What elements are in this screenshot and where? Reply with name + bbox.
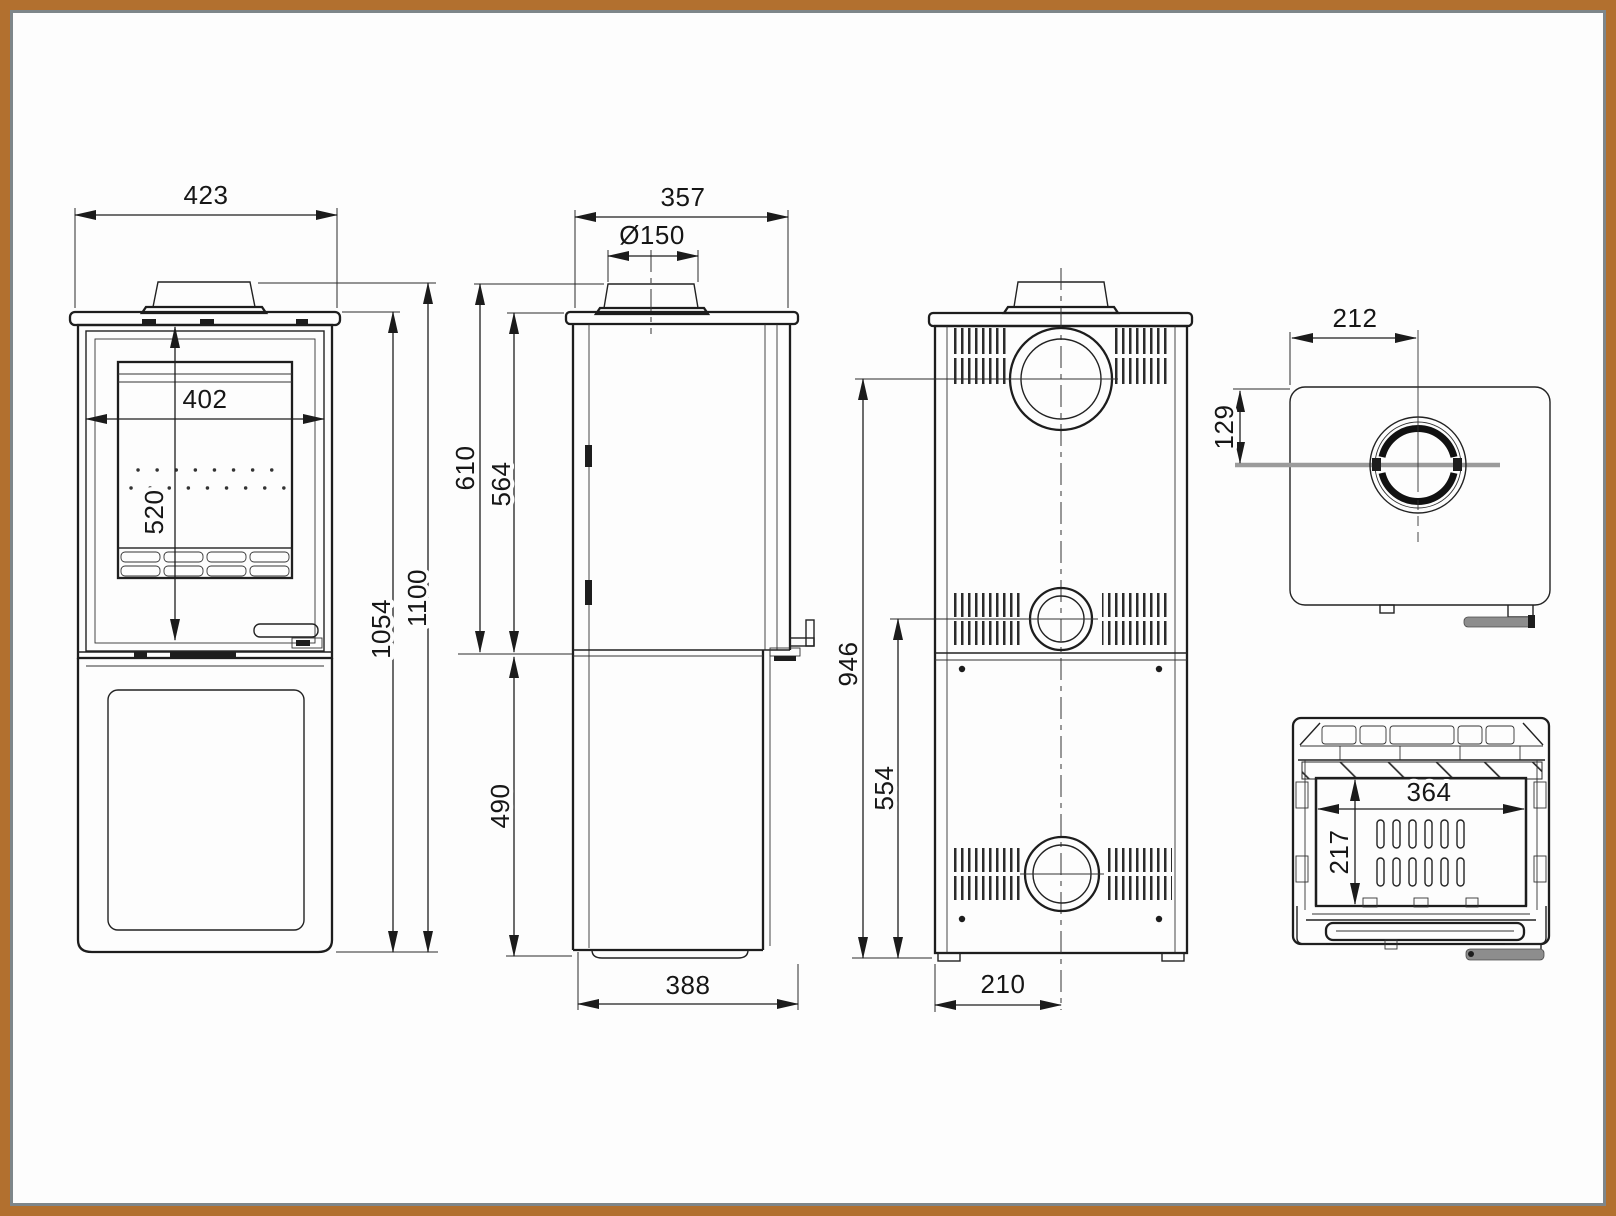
dim-490: 490 (485, 784, 515, 829)
side-hinge-upper (585, 445, 592, 467)
dim-diameter-150: Ø150 (619, 220, 685, 250)
bottom-grate-opening (1314, 776, 1528, 908)
bottom-view: 364 217 (1291, 716, 1551, 961)
side-body (571, 324, 792, 959)
front-door-handle (253, 623, 323, 649)
top-rear-tab (1379, 604, 1395, 614)
front-view: 423 402 520 1054 1100 (68, 176, 438, 954)
side-top-plate (564, 310, 800, 326)
front-door-frame (85, 330, 325, 652)
front-base (76, 658, 334, 954)
bottom-outline (1291, 716, 1551, 946)
side-dimensions: 357 Ø150 610 564 490 388 (446, 178, 799, 1010)
bottom-dimensions: 364 217 (1317, 773, 1525, 905)
dim-520: 520 (139, 490, 169, 535)
back-outlet-middle (1024, 586, 1098, 652)
bottom-grate-slots (1376, 819, 1465, 887)
front-vent-band (117, 547, 293, 579)
top-handle (1463, 605, 1535, 628)
dim-1054: 1054 (366, 599, 396, 659)
back-dimensions: 946 554 210 (829, 378, 1062, 1012)
dim-402: 402 (183, 384, 228, 414)
back-vent-grilles (952, 328, 1172, 900)
bottom-top-casting (1298, 722, 1545, 780)
top-plate-outline (1289, 386, 1551, 606)
side-hinge-lower (585, 580, 592, 605)
front-dimensions: 423 402 520 1054 1100 (74, 176, 438, 953)
back-outlet-lower (1020, 835, 1104, 913)
bottom-handle (1465, 943, 1545, 961)
dim-210: 210 (981, 969, 1026, 999)
front-vent-slots (120, 551, 290, 577)
back-view: 946 554 210 (829, 268, 1194, 1012)
top-dimensions: 212 129 (1205, 299, 1417, 464)
dim-554: 554 (869, 766, 899, 811)
front-window (116, 360, 294, 580)
front-door-inner (94, 338, 316, 644)
dim-388: 388 (666, 970, 711, 1000)
front-top-plate-tabs (142, 319, 308, 325)
side-door-handle (769, 619, 815, 661)
dim-610: 610 (450, 446, 480, 491)
dim-364: 364 (1407, 777, 1452, 807)
sheet-paper (10, 10, 1606, 1206)
back-foot-right (1161, 952, 1185, 962)
dim-212: 212 (1333, 303, 1378, 333)
dim-217: 217 (1324, 830, 1354, 875)
back-foot-left (937, 952, 961, 962)
front-base-panel (107, 689, 305, 931)
front-sill (78, 651, 332, 658)
dim-1100: 1100 (402, 569, 432, 627)
top-view: 212 129 (1205, 299, 1551, 628)
side-view: 357 Ø150 610 564 490 388 (446, 178, 815, 1010)
dim-357: 357 (661, 182, 706, 212)
dim-946: 946 (833, 642, 863, 687)
dim-423: 423 (184, 180, 229, 210)
back-screws (958, 665, 1163, 923)
dim-129: 129 (1209, 405, 1239, 450)
dim-564: 564 (486, 462, 516, 507)
